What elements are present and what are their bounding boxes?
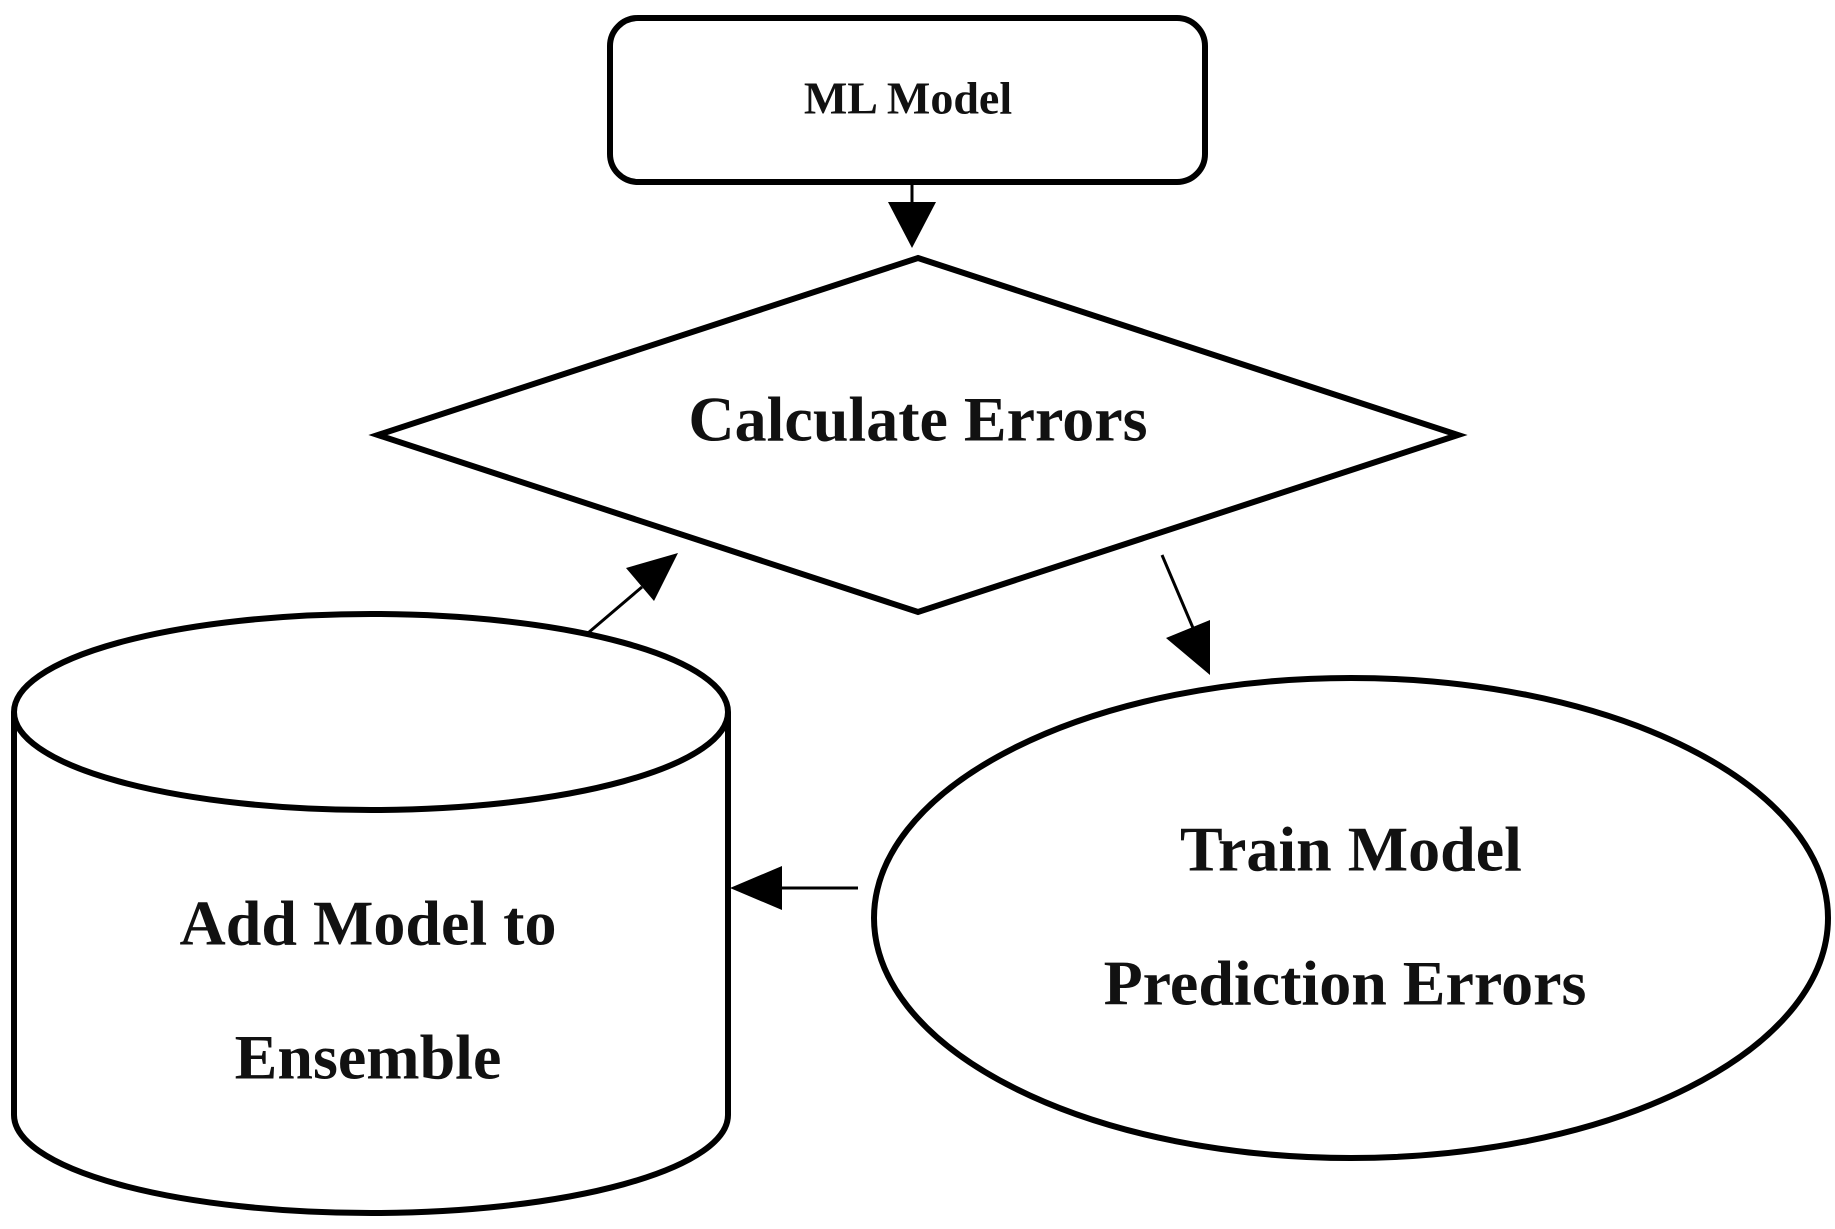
train-model-label-line-2: Prediction Errors: [1104, 948, 1587, 1019]
edge-ml-model-to-calculate-errors: [888, 182, 936, 248]
add-model-node: Add Model to Ensemble: [11, 611, 731, 1216]
add-model-label-line-2: Ensemble: [235, 1022, 502, 1093]
arrowhead: [1166, 620, 1210, 675]
ml-model-label: ML Model: [804, 73, 1012, 124]
train-model-node: Train Model Prediction Errors: [871, 675, 1831, 1161]
train-model-label-line-1: Train Model: [1180, 814, 1522, 885]
calculate-errors-node: Calculate Errors: [368, 254, 1468, 616]
arrowhead: [730, 866, 782, 910]
edge-line: [587, 585, 643, 635]
ml-model-box: [607, 15, 1208, 185]
add-model-cylinder-body: [11, 611, 731, 1216]
edge-line: [1160, 554, 1198, 636]
arrowhead: [888, 202, 936, 248]
calculate-errors-diamond: [368, 254, 1468, 616]
ml-model-node: ML Model: [607, 15, 1208, 185]
edge-add-model-to-calculate-errors: [587, 553, 678, 635]
add-model-label-line-1: Add Model to: [180, 888, 557, 959]
arrowhead: [626, 553, 678, 601]
add-model-cylinder-lid: [11, 711, 731, 813]
edge-calculate-errors-to-train-model: [1160, 554, 1210, 675]
edge-train-model-to-add-model: [730, 866, 858, 910]
train-model-ellipse: [871, 675, 1831, 1161]
calculate-errors-label: Calculate Errors: [688, 384, 1147, 455]
